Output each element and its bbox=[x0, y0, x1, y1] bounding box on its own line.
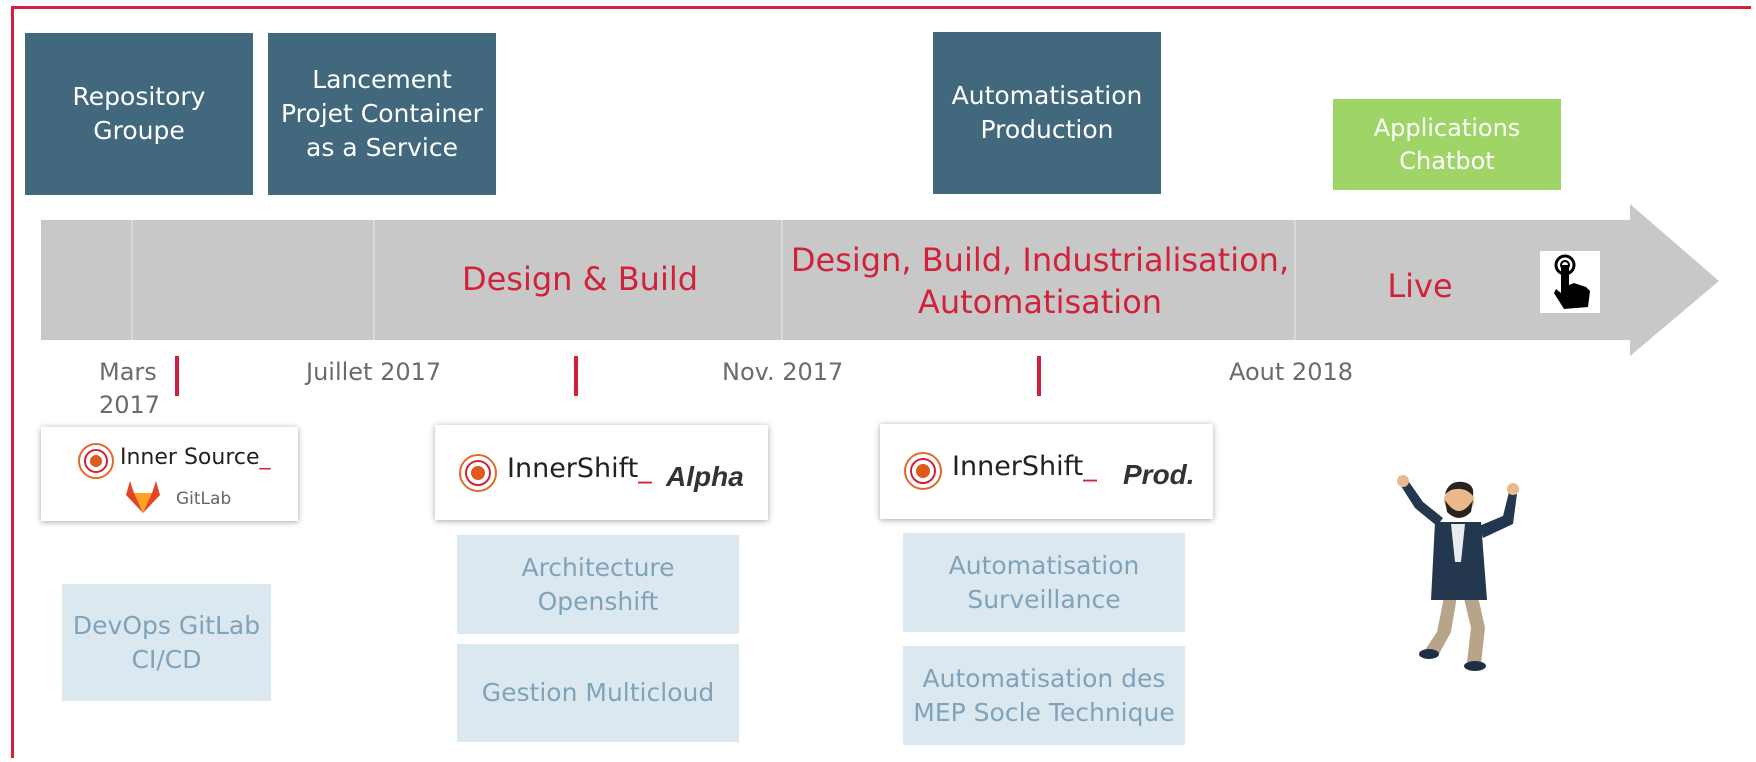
innershift-alpha-logo-card: InnerShift_ Alpha bbox=[435, 425, 768, 520]
innershift-prod-logo-card: InnerShift_ Prod. bbox=[880, 424, 1213, 519]
date-mars-2017: Mars 2017 bbox=[99, 358, 161, 419]
automatisation-mep-label: Automatisation des MEP Socle Technique bbox=[913, 663, 1175, 727]
timeline-arrow-shape bbox=[41, 204, 1719, 356]
automatisation-surveillance-box: Automatisation Surveillance bbox=[903, 533, 1185, 632]
inner-source-text: Inner Source_ bbox=[120, 445, 271, 470]
repository-groupe-label: Repository Groupe bbox=[72, 82, 206, 145]
page-frame bbox=[11, 6, 1751, 758]
automatisation-production-box: Automatisation Production bbox=[933, 32, 1161, 194]
gitlab-text: GitLab bbox=[176, 489, 232, 509]
timeline-tick bbox=[175, 356, 179, 396]
devops-gitlab-label: DevOps GitLab CI/CD bbox=[72, 610, 261, 674]
lancement-projet-box: Lancement Projet Container as a Service bbox=[268, 33, 496, 195]
pointer-hand-icon bbox=[1540, 251, 1600, 313]
applications-chatbot-label: Applications Chatbot bbox=[1373, 113, 1521, 175]
target-logo-icon bbox=[459, 454, 497, 492]
timeline-tick bbox=[1037, 356, 1041, 396]
innershift-text: InnerShift_ bbox=[952, 451, 1097, 482]
applications-chatbot-box: Applications Chatbot bbox=[1333, 99, 1561, 190]
automatisation-production-label: Automatisation Production bbox=[951, 81, 1143, 144]
repository-groupe-box: Repository Groupe bbox=[25, 33, 253, 195]
automatisation-surveillance-label: Automatisation Surveillance bbox=[948, 550, 1140, 614]
lancement-projet-label: Lancement Projet Container as a Service bbox=[281, 65, 483, 162]
inner-source-logo-card: Inner Source_ GitLab bbox=[41, 427, 298, 521]
phase-design-build: Design & Build bbox=[461, 260, 699, 298]
phase-live: Live bbox=[1387, 267, 1453, 305]
prod-tag: Prod. bbox=[1123, 459, 1195, 490]
gestion-multicloud-box: Gestion Multicloud bbox=[457, 644, 739, 742]
date-aout-2018: Aout 2018 bbox=[1229, 358, 1354, 386]
date-nov-2017: Nov. 2017 bbox=[722, 358, 844, 386]
target-logo-icon bbox=[904, 452, 942, 490]
date-juillet-2017: Juillet 2017 bbox=[306, 358, 442, 386]
devops-gitlab-box: DevOps GitLab CI/CD bbox=[62, 584, 271, 701]
innershift-text: InnerShift_ bbox=[507, 453, 652, 484]
gitlab-fox-icon bbox=[126, 481, 160, 513]
automatisation-mep-box: Automatisation des MEP Socle Technique bbox=[903, 646, 1185, 745]
timeline-tick bbox=[574, 356, 578, 396]
jumping-man-illustration bbox=[1397, 475, 1519, 671]
phase-design-build-industrialisation: Design, Build, Industrialisation, Automa… bbox=[790, 241, 1290, 321]
architecture-openshift-label: Architecture Openshift bbox=[521, 552, 675, 616]
alpha-tag: Alpha bbox=[666, 461, 744, 492]
architecture-openshift-box: Architecture Openshift bbox=[457, 535, 739, 634]
target-logo-icon bbox=[78, 443, 114, 479]
gestion-multicloud-label: Gestion Multicloud bbox=[481, 678, 715, 707]
